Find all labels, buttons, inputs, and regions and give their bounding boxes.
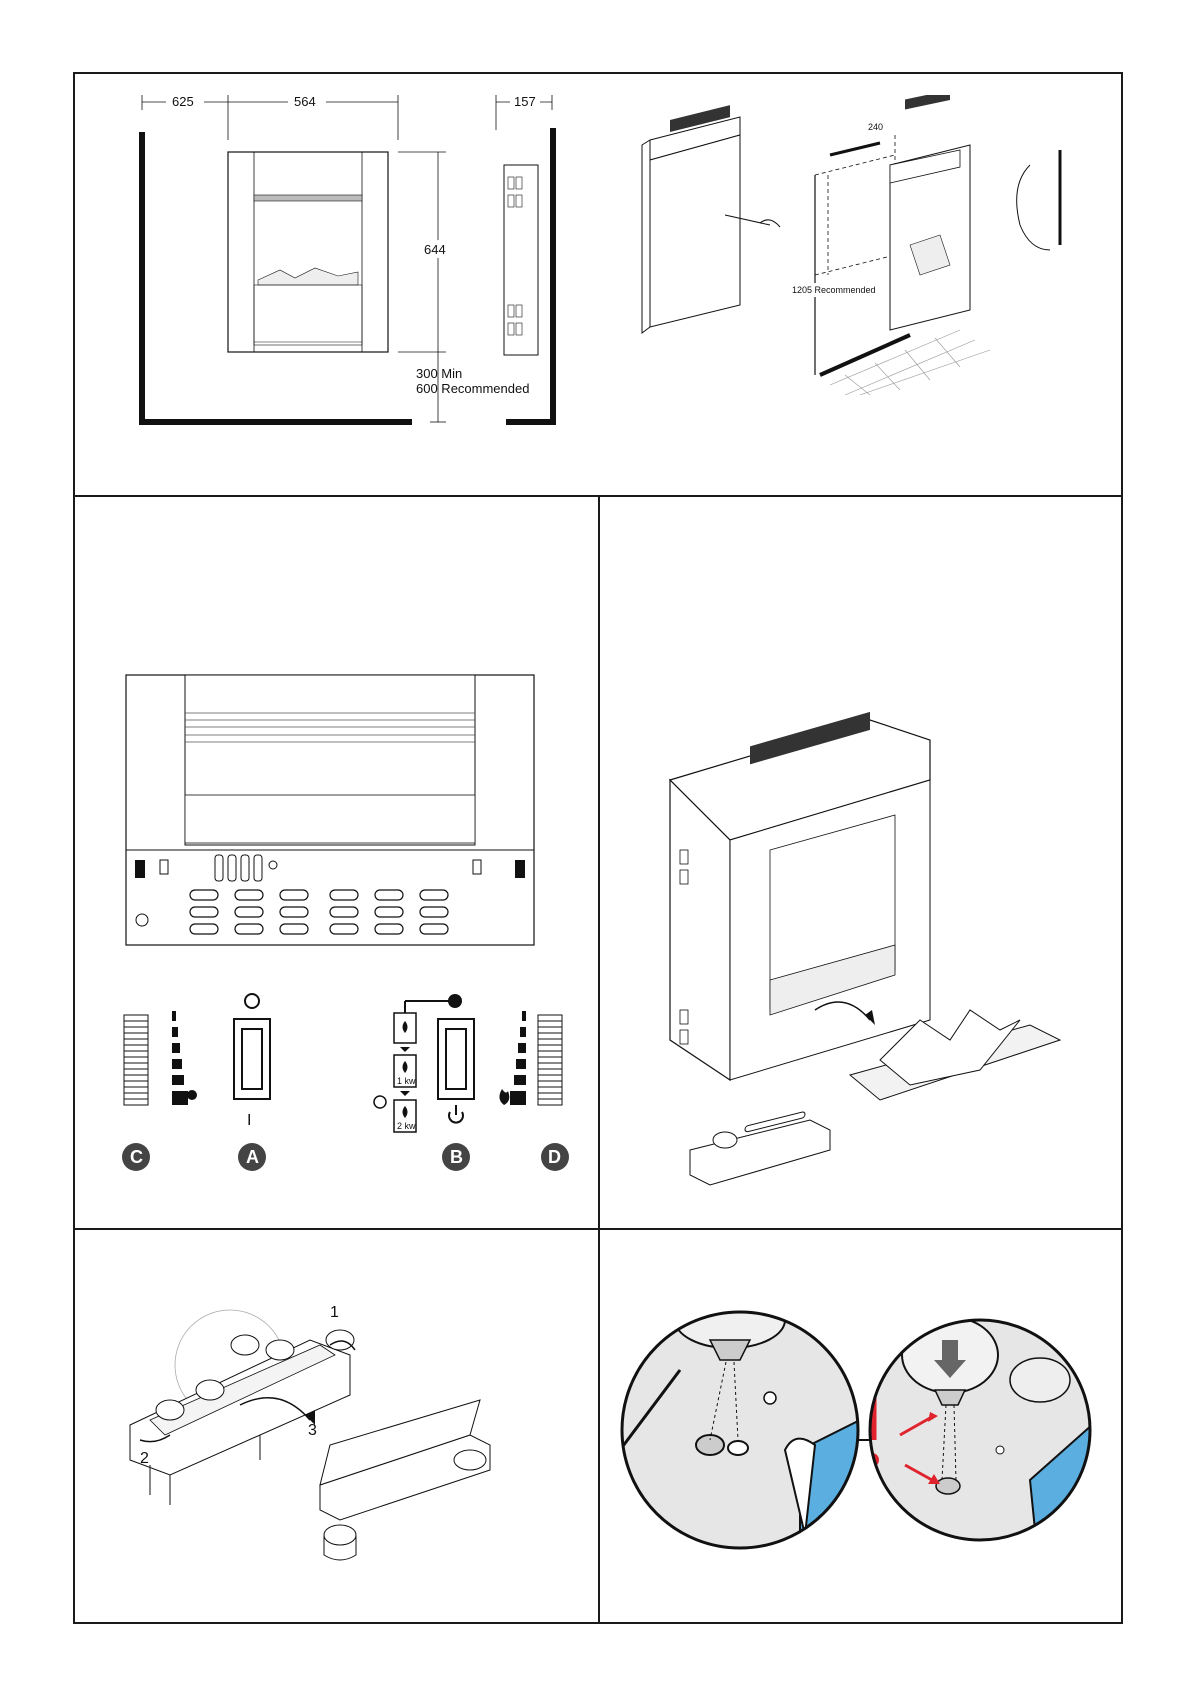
fire-front-controls-panel <box>110 665 550 950</box>
step-1-label: 1 <box>330 1304 339 1321</box>
dim-width: 564 <box>294 94 316 109</box>
label-b: B <box>450 1147 463 1167</box>
divider-col <box>598 495 600 1624</box>
control-legend-drawing: I 1 kw 2 kw <box>110 985 580 1185</box>
step-3-label: 3 <box>308 1422 317 1439</box>
step-2-label: 2 <box>140 1450 149 1467</box>
switch-a-on-symbol: I <box>247 1112 251 1129</box>
fuel-bed-removal-drawing <box>650 680 1070 1200</box>
tray-disassembly-drawing: 1 2 3 <box>110 1285 560 1585</box>
mode-2kw-label: 2 kw <box>397 1121 416 1131</box>
control-legend: I 1 kw 2 kw <box>110 985 580 1185</box>
label-c: C <box>130 1147 143 1167</box>
dimension-drawing-panel: 625 564 157 644 300 Min 600 Recommended <box>80 80 580 480</box>
mode-1kw-label: 1 kw <box>397 1076 416 1086</box>
dim-bracket: 240 <box>868 122 883 132</box>
dim-left-clearance: 625 <box>172 94 194 109</box>
dimension-drawing: 625 564 157 644 300 Min 600 Recommended <box>80 80 580 480</box>
fuel-bed-removal-panel <box>650 680 1070 1200</box>
fire-front-drawing <box>110 665 550 950</box>
lamp-installation-drawing <box>620 1300 1100 1580</box>
dim-depth: 157 <box>514 94 536 109</box>
wall-mounting-panel: 240 1205 Recommended <box>630 95 1100 395</box>
label-d: D <box>548 1147 561 1167</box>
floor-recommended-clearance: 600 Recommended <box>416 381 529 396</box>
floor-min-clearance: 300 Min <box>416 366 462 381</box>
tray-disassembly-panel: 1 2 3 <box>110 1285 560 1585</box>
wall-mounting-drawing: 240 1205 Recommended <box>630 95 1100 395</box>
dim-height: 644 <box>424 242 446 257</box>
mount-height-recommended: 1205 Recommended <box>792 285 876 295</box>
label-a: A <box>246 1147 259 1167</box>
lamp-installation-panel <box>620 1300 1100 1580</box>
